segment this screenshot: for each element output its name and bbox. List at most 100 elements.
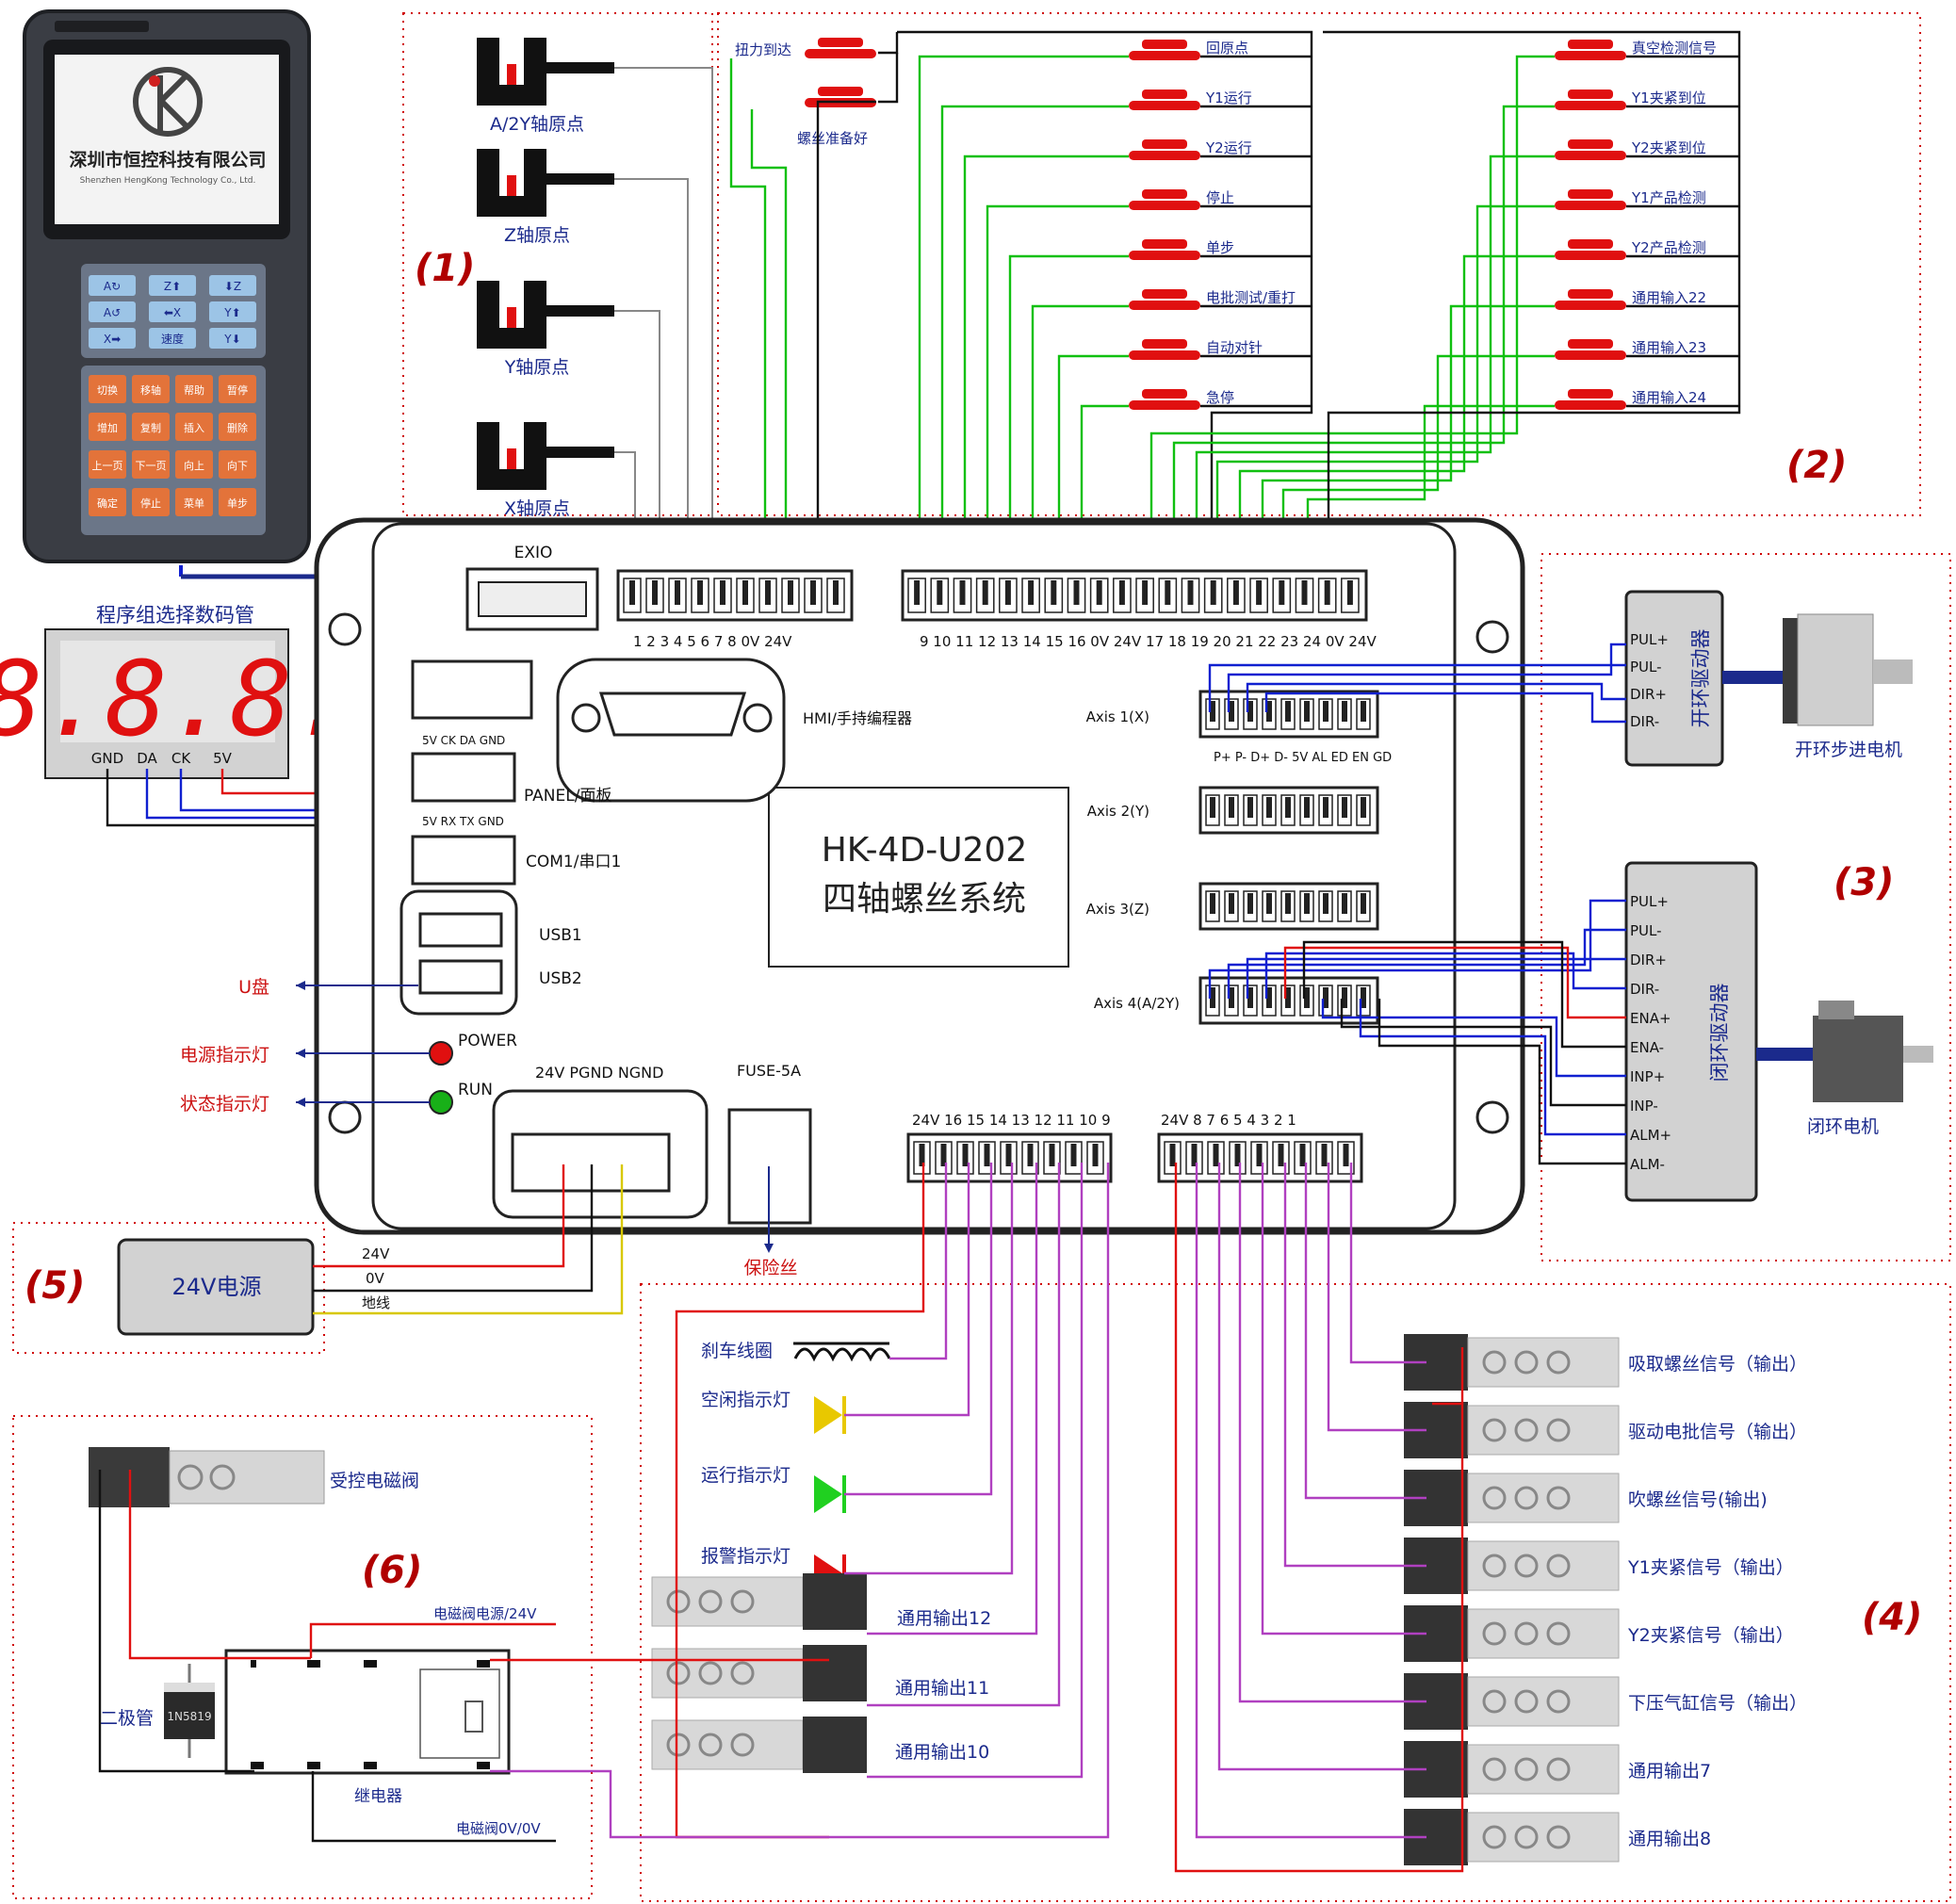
panel-label: PANEL/面板 [524, 787, 611, 806]
pendant-key[interactable] [89, 413, 126, 441]
pendant-key-label: 帮助 [184, 383, 204, 397]
pendant-key-label: 速度 [161, 332, 184, 346]
pendant-key[interactable] [132, 375, 170, 403]
input-label: 扭力到达 [735, 41, 791, 58]
pendant-key[interactable] [175, 375, 213, 403]
solenoid-valve-icon [1404, 1402, 1620, 1458]
relay-section: 受控电磁阀 电磁阀电源/24V 继电器 电磁阀0V/0V 1N5819 二极管 [89, 1163, 1110, 1843]
pendant-key[interactable] [175, 488, 213, 516]
pendant-key-label: 下一页 [136, 460, 167, 472]
com-label: COM1/串口1 [526, 853, 621, 871]
pendant-key-label: 上一页 [92, 460, 123, 472]
pendant-key[interactable] [219, 375, 256, 403]
closed-driver-pin: INP+ [1630, 1068, 1665, 1085]
section-6-label: (6) [362, 1549, 422, 1592]
solenoid-valve-icon [1404, 1673, 1620, 1730]
solenoid-valve-icon [1404, 1334, 1620, 1391]
valve-supply-label: 电磁阀电源/24V [433, 1605, 537, 1622]
power-supply-title: 24V电源 [172, 1274, 262, 1300]
panel-bottom-pins: 5V RX TX GND [422, 815, 504, 828]
display-pin-gnd: GND [91, 750, 123, 767]
right-output-label: 通用输出8 [1628, 1829, 1711, 1849]
input-label: Y2运行 [1205, 139, 1252, 156]
pendant-key-label: 切换 [97, 383, 118, 397]
open-motor-label: 开环步进电机 [1795, 740, 1902, 760]
pendant-key[interactable] [219, 488, 256, 516]
pendant-company-cn: 深圳市恒控科技有限公司 [69, 149, 266, 171]
pendant-key[interactable] [149, 301, 196, 322]
right-output-wires [1174, 1163, 1464, 1873]
pendant-key[interactable] [209, 301, 256, 322]
pendant-key[interactable] [219, 450, 256, 479]
display-title: 程序组选择数码管 [96, 604, 254, 627]
pendant-key[interactable] [149, 328, 196, 349]
pendant-key[interactable] [209, 328, 256, 349]
diode-mark: 1N5819 [167, 1710, 211, 1723]
valve-zero-label: 电磁阀0V/0V [456, 1820, 541, 1837]
open-pin-pul-minus: PUL- [1630, 659, 1662, 675]
switch-icon [1129, 90, 1200, 110]
right-output-label: 驱动电批信号（输出） [1628, 1422, 1807, 1442]
open-pin-pul-plus: PUL+ [1630, 631, 1669, 648]
pendant-key[interactable] [89, 488, 126, 516]
home-sensor-icon [477, 149, 614, 217]
idle-led-icon [814, 1396, 842, 1434]
pendant-key-label: Y⬇ [223, 333, 240, 346]
home-sensor-icon [477, 38, 614, 106]
section-frames [12, 12, 1951, 1902]
ps-wire-ground: 地线 [362, 1294, 390, 1311]
pendant-key[interactable] [89, 275, 136, 296]
closed-driver-title: 闭环驱动器 [1708, 984, 1731, 1082]
pendant-key[interactable] [132, 488, 170, 516]
terminal-block [1157, 1132, 1363, 1183]
input-label: 自动对针 [1206, 339, 1263, 356]
pendant-key[interactable] [175, 450, 213, 479]
input-label: 真空检测信号 [1632, 40, 1717, 57]
right-output-label: 通用输出7 [1628, 1761, 1711, 1782]
switch-icon [1555, 389, 1626, 410]
pendant-key[interactable] [149, 275, 196, 296]
sensor-label: A/2Y轴原点 [490, 114, 584, 135]
input-label: 螺丝准备好 [797, 130, 868, 147]
solenoid-valve-icon [1404, 1538, 1620, 1594]
input-pins-9-24: 9 10 11 12 13 14 15 16 0V 24V 17 18 19 2… [920, 633, 1377, 650]
pendant-key[interactable] [89, 450, 126, 479]
terminal-block [906, 1132, 1113, 1183]
handheld-programmer: 深圳市恒控科技有限公司 Shenzhen HengKong Technology… [23, 9, 311, 563]
power-led [429, 1041, 453, 1066]
section-1-label: (1) [415, 247, 475, 290]
pendant-key-label: A↻ [104, 280, 121, 293]
home-sensor-icon [477, 281, 614, 349]
exio-label: EXIO [514, 544, 553, 562]
pendant-key-label: ⬇Z [224, 280, 241, 293]
pendant-key[interactable] [132, 413, 170, 441]
pendant-key[interactable] [132, 450, 170, 479]
pendant-key-label: Y⬆ [223, 306, 240, 319]
pendant-key[interactable] [89, 328, 136, 349]
pendant-key[interactable] [89, 301, 136, 322]
closed-driver-pin: INP- [1630, 1098, 1658, 1115]
open-driver-title: 开环驱动器 [1689, 629, 1712, 728]
pendant-key[interactable] [89, 375, 126, 403]
closed-loop-driver: PUL+PUL-DIR+DIR-ENA+ENA-INP+INP-ALM+ALM-… [1624, 861, 1933, 1202]
axis1-label: Axis 1(X) [1086, 708, 1149, 725]
solenoid-valve-icon [1404, 1605, 1620, 1662]
coil-icon [793, 1347, 891, 1362]
terminal-block [1198, 882, 1379, 931]
switch-icon [805, 87, 876, 107]
input-label: 通用输入23 [1632, 339, 1706, 356]
pendant-key-label: 向上 [184, 459, 204, 472]
sensor-label: Y轴原点 [504, 357, 570, 378]
pendant-key[interactable] [209, 275, 256, 296]
closed-driver-pin: PUL- [1630, 922, 1662, 939]
pendant-key[interactable] [219, 413, 256, 441]
closed-driver-pin: ALM+ [1630, 1127, 1671, 1144]
switch-icon [1129, 239, 1200, 260]
input-pins-1-8: 1 2 3 4 5 6 7 8 0V 24V [633, 633, 792, 650]
pendant-key-label: 复制 [140, 421, 161, 434]
pendant-key[interactable] [175, 413, 213, 441]
closed-driver-pin: DIR- [1630, 981, 1659, 998]
